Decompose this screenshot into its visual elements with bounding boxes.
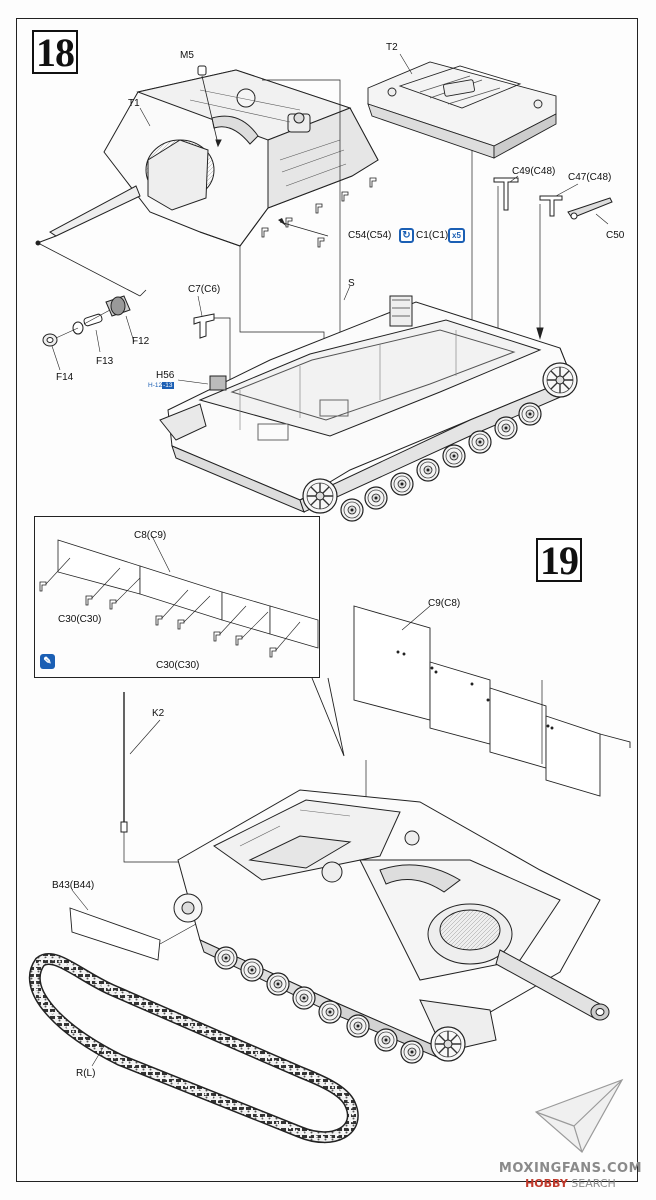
turn-over-icon: ↻	[399, 228, 414, 243]
parts-c49-c47-c50	[493, 177, 613, 358]
watermark-brand: HOBBY SEARCH	[499, 1177, 642, 1190]
h56-reference-b: -13	[162, 382, 174, 389]
engine-deck-t2	[367, 61, 557, 352]
part-m5-drawing	[197, 65, 222, 148]
label-c30-left: C30(C30)	[58, 614, 102, 625]
h56-reference: H-12-13	[148, 382, 174, 389]
inset-pointer	[311, 677, 345, 757]
label-c50: C50	[606, 230, 625, 241]
step-number-18: 18	[32, 30, 78, 75]
part-b43-drawing	[69, 907, 197, 961]
label-k2: K2	[152, 708, 165, 719]
superstructure-t1	[35, 69, 379, 247]
label-c8: C8(C9)	[134, 530, 167, 541]
label-c49: C49(C48)	[512, 166, 556, 177]
brackets-c54	[261, 177, 377, 248]
label-c47: C47(C48)	[568, 172, 612, 183]
watermark: MOXINGFANS.COM HOBBY SEARCH	[499, 1161, 642, 1190]
watermark-plane-icon	[534, 1078, 624, 1153]
label-t1: T1	[128, 98, 140, 109]
label-s: S	[348, 278, 355, 289]
label-rl: R(L)	[76, 1068, 96, 1079]
step-number-19: 19	[536, 538, 582, 583]
label-f14: F14	[56, 372, 74, 383]
label-h56: H56	[156, 370, 175, 381]
h56-reference-a: H-12	[148, 382, 163, 389]
label-m5: M5	[180, 50, 194, 61]
quantity-x5-badge: x5	[448, 228, 465, 243]
watermark-brand-a: HOBBY	[525, 1177, 568, 1190]
hull-step19	[173, 789, 610, 1061]
skirt-panels-c9	[353, 605, 631, 797]
label-t2: T2	[386, 42, 398, 53]
bracket-detail-inset	[34, 516, 320, 678]
watermark-site: MOXINGFANS.COM	[498, 1161, 642, 1176]
label-c1: C1(C1)	[416, 230, 449, 241]
label-f13: F13	[96, 356, 114, 367]
label-f12: F12	[132, 336, 150, 347]
glue-icon: ✎	[40, 654, 55, 669]
inset-skirt-drawing	[39, 539, 319, 658]
watermark-brand-b: SEARCH	[567, 1177, 616, 1190]
label-b43: B43(B44)	[52, 880, 95, 891]
leader-lines	[51, 53, 609, 1067]
label-c9: C9(C8)	[428, 598, 461, 609]
label-c7: C7(C6)	[188, 284, 221, 295]
page-frame	[16, 18, 638, 1182]
hull-step18	[159, 295, 573, 513]
track-rl	[28, 952, 359, 1144]
label-c30-right: C30(C30)	[156, 660, 200, 671]
label-c54: C54(C54)	[348, 230, 392, 241]
gun-parts-f12-f13-f14	[37, 242, 147, 347]
